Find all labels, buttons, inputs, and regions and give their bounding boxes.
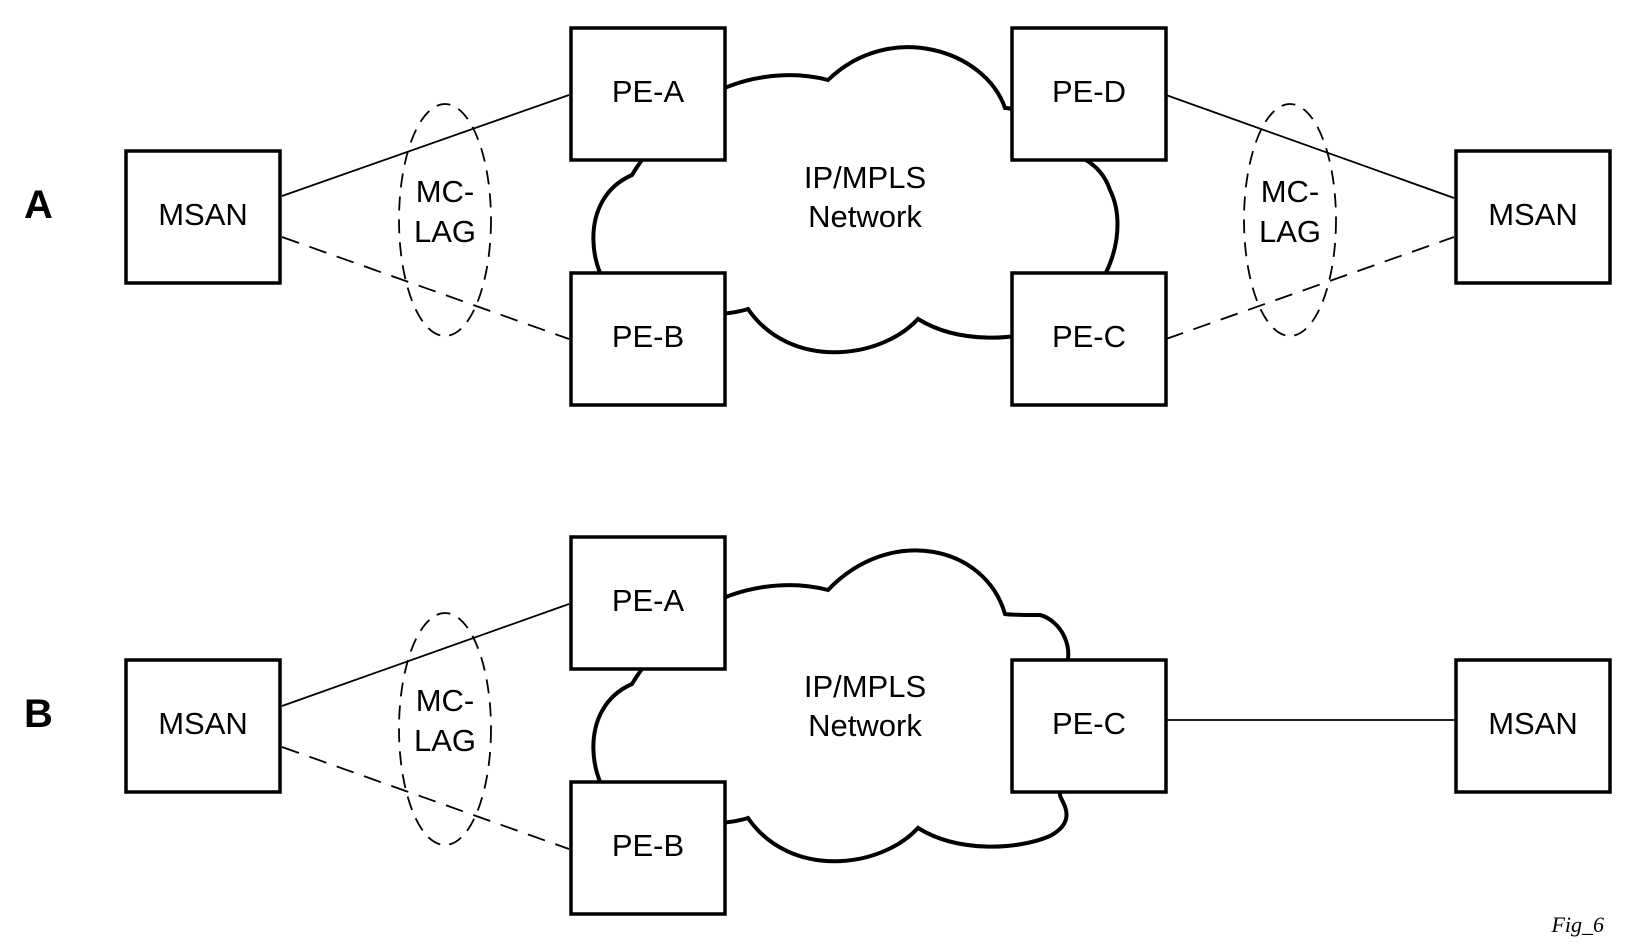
mc-lag-ellipse-a-left (398, 103, 492, 337)
mc-lag-label-a-left-1: MC- (416, 174, 475, 209)
link-msan-left-pe-a-b (281, 603, 570, 707)
pe-b-box-b (569, 780, 727, 916)
msan-right-label-b: MSAN (1488, 706, 1578, 741)
pe-b-label-b: PE-B (612, 828, 684, 863)
msan-right-box-a (1454, 149, 1612, 285)
msan-left-box-a (124, 149, 282, 285)
mc-lag-ellipse-a-right (1243, 103, 1337, 337)
pe-a-box-b (569, 535, 727, 671)
pe-c-label-a: PE-C (1052, 319, 1126, 354)
pe-c-box-b (1010, 658, 1168, 794)
mc-lag-label-a-right-2: LAG (1259, 214, 1321, 249)
mc-lag-ellipse-b-left (398, 612, 492, 846)
mc-lag-label-a-right-1: MC- (1261, 174, 1320, 209)
msan-right-label-a: MSAN (1488, 197, 1578, 232)
diagram-b: B IP/MPLS Network MC- LAG MSAN PE-A PE-B… (24, 535, 1612, 916)
msan-right-box-b (1454, 658, 1612, 794)
link-pe-d-msan-right (1165, 94, 1455, 199)
mc-lag-label-a-left-2: LAG (414, 214, 476, 249)
figure-label: Fig_6 (1550, 912, 1604, 937)
pe-c-box-a (1010, 271, 1168, 407)
pe-d-label-a: PE-D (1052, 74, 1126, 109)
cloud-label-line1-a: IP/MPLS (804, 160, 926, 195)
link-msan-left-pe-a (281, 94, 570, 197)
pe-c-label-b: PE-C (1052, 706, 1126, 741)
pe-a-label-a: PE-A (612, 74, 685, 109)
cloud-label-line2-b: Network (808, 708, 922, 743)
cloud-label-line2-a: Network (808, 199, 922, 234)
link-pe-c-msan-right (1165, 236, 1455, 340)
msan-left-box-b (124, 658, 282, 794)
msan-left-label-a: MSAN (158, 197, 248, 232)
msan-left-label-b: MSAN (158, 706, 248, 741)
diagram-a: A IP/MPLS Network MC- LAG MC- LAG MSAN P… (24, 26, 1612, 407)
link-msan-left-pe-b-b (281, 746, 570, 850)
mc-lag-label-b-left-1: MC- (416, 683, 475, 718)
pe-d-box-a (1010, 26, 1168, 162)
cloud-label-line1-b: IP/MPLS (804, 669, 926, 704)
pe-a-label-b: PE-A (612, 583, 685, 618)
pe-a-box-a (569, 26, 727, 162)
mc-lag-label-b-left-2: LAG (414, 723, 476, 758)
pe-b-box-a (569, 271, 727, 407)
section-label-a: A (24, 183, 53, 227)
section-label-b: B (24, 692, 53, 736)
pe-b-label-a: PE-B (612, 319, 684, 354)
link-msan-left-pe-b (281, 236, 570, 340)
